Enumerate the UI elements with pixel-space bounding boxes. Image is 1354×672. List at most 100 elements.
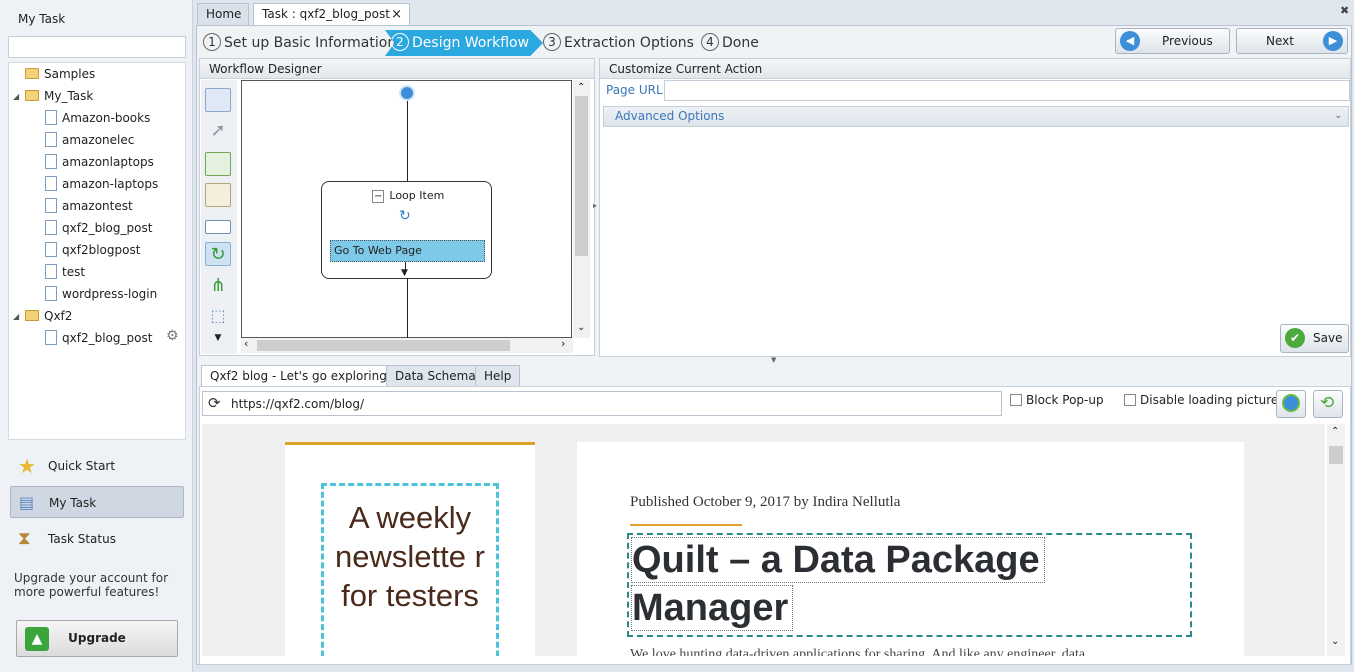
go-to-web-page-action[interactable]: Go To Web Page bbox=[330, 240, 485, 262]
checkbox-label: Disable loading pictures bbox=[1140, 393, 1285, 407]
checkbox-box[interactable] bbox=[1010, 393, 1022, 406]
upgrade-button[interactable]: ▲Upgrade bbox=[16, 620, 178, 657]
sync-icon: ⟲ bbox=[1320, 393, 1335, 413]
task-file-icon bbox=[45, 110, 57, 125]
tree-item-task[interactable]: amazontest bbox=[45, 196, 133, 216]
click-item-tool-icon[interactable]: ➚ bbox=[210, 120, 226, 141]
nav-my-task[interactable]: ▤My Task bbox=[10, 486, 184, 518]
workflow-canvas[interactable]: −Loop Item ↻ Go To Web Page ▼ bbox=[241, 80, 572, 339]
page-url-input[interactable] bbox=[664, 80, 1350, 101]
refresh-icon[interactable]: ⟳ bbox=[208, 394, 221, 412]
collapse-icon[interactable]: − bbox=[372, 190, 385, 203]
scroll-thumb[interactable] bbox=[257, 340, 510, 351]
gear-icon[interactable]: ⚙ bbox=[166, 328, 179, 344]
scroll-up-icon[interactable]: ⌃ bbox=[1331, 426, 1340, 437]
select-dropdown-tool-icon[interactable] bbox=[205, 220, 231, 234]
panel-header: Workflow Designer bbox=[200, 59, 594, 79]
expand-arrow-icon[interactable]: ◢ bbox=[13, 92, 20, 101]
scroll-left-icon[interactable]: ‹ bbox=[244, 337, 249, 350]
tree-item-task[interactable]: amazonlaptops bbox=[45, 152, 154, 172]
tab-task[interactable]: Task : qxf2_blog_post× bbox=[253, 3, 410, 25]
newsletter-box[interactable]: A weekly newslette r for testers bbox=[321, 483, 499, 656]
button-label: Next bbox=[1266, 34, 1294, 48]
tree-item-task[interactable]: qxf2_blog_post bbox=[45, 328, 152, 348]
customize-action-panel: Customize Current Action Page URL Advanc… bbox=[599, 58, 1351, 357]
loop-label: −Loop Item bbox=[372, 189, 444, 203]
tree-item-task[interactable]: qxf2_blog_post bbox=[45, 218, 152, 238]
tree-item-label: amazontest bbox=[62, 199, 133, 213]
scroll-thumb[interactable] bbox=[1329, 446, 1343, 464]
scroll-down-icon[interactable]: ⌄ bbox=[1331, 636, 1340, 647]
loop-tool-icon[interactable]: ↻ bbox=[205, 242, 231, 266]
previous-button[interactable]: ◀Previous bbox=[1115, 28, 1230, 54]
tab-data-schema[interactable]: Data Schema bbox=[386, 365, 485, 387]
advanced-options-expander[interactable]: Advanced Options⌄ bbox=[603, 106, 1349, 127]
tree-item-task[interactable]: Amazon-books bbox=[45, 108, 150, 128]
expand-arrow-icon[interactable]: ◢ bbox=[13, 312, 20, 321]
tree-item-my-task[interactable]: My_Task bbox=[25, 86, 93, 106]
tab-browser-page[interactable]: Qxf2 blog - Let's go exploring! bbox=[201, 365, 401, 387]
splitter-arrow-icon[interactable]: ▸ bbox=[593, 201, 598, 210]
page-url-label: Page URL bbox=[606, 83, 663, 97]
start-node-icon[interactable] bbox=[399, 85, 415, 101]
tree-item-samples[interactable]: Samples bbox=[25, 64, 95, 84]
button-label: Previous bbox=[1162, 34, 1213, 48]
headline-selection[interactable]: Quilt – a Data Package Manager bbox=[627, 533, 1192, 637]
published-line: Published October 9, 2017 by Indira Nell… bbox=[630, 494, 901, 510]
tree-item-task[interactable]: qxf2blogpost bbox=[45, 240, 140, 260]
disable-pictures-checkbox[interactable]: Disable loading pictures bbox=[1124, 392, 1285, 408]
toolbar-scroll-down-icon[interactable]: ▼ bbox=[214, 333, 222, 343]
globe-button[interactable] bbox=[1276, 390, 1306, 418]
search-input[interactable] bbox=[8, 36, 186, 58]
scroll-down-icon[interactable]: ⌄ bbox=[577, 322, 586, 333]
tree-item-task[interactable]: amazon-laptops bbox=[45, 174, 158, 194]
sync-button[interactable]: ⟲ bbox=[1313, 390, 1343, 418]
next-button[interactable]: Next▶ bbox=[1236, 28, 1348, 54]
tree-item-qxf2[interactable]: Qxf2 bbox=[25, 306, 72, 326]
tree-item-label: amazonlaptops bbox=[62, 155, 154, 169]
task-file-icon bbox=[45, 330, 57, 345]
tab-label: Task : qxf2_blog_post bbox=[262, 7, 390, 21]
button-label: Save bbox=[1313, 331, 1343, 345]
upgrade-label: Upgrade bbox=[68, 631, 126, 645]
loop-item-node[interactable]: −Loop Item ↻ Go To Web Page ▼ bbox=[321, 181, 492, 279]
tree-item-label: Samples bbox=[44, 67, 96, 81]
splitter-arrow-icon[interactable]: ▼ bbox=[771, 356, 777, 364]
open-page-tool-icon[interactable] bbox=[205, 88, 231, 112]
nav-quick-start[interactable]: ★Quick Start bbox=[10, 450, 184, 482]
extract-data-tool-icon[interactable] bbox=[205, 152, 231, 176]
url-text: https://qxf2.com/blog/ bbox=[231, 397, 365, 411]
block-popup-checkbox[interactable]: Block Pop-up bbox=[1010, 392, 1104, 408]
checkbox-box[interactable] bbox=[1124, 393, 1136, 406]
tab-label: Home bbox=[206, 7, 242, 21]
folder-icon bbox=[25, 68, 39, 79]
tab-home[interactable]: Home bbox=[197, 3, 249, 25]
panel-title: My Task bbox=[18, 12, 66, 26]
scroll-right-icon[interactable]: › bbox=[561, 337, 566, 350]
enter-text-tool-icon[interactable] bbox=[205, 183, 231, 207]
close-window-icon[interactable]: ✖ bbox=[1340, 4, 1350, 17]
tab-label: Qxf2 blog - Let's go exploring! bbox=[210, 369, 392, 383]
tree-item-label: amazonelec bbox=[62, 133, 135, 147]
save-button[interactable]: ✔Save bbox=[1280, 324, 1349, 353]
branch-tool-icon[interactable]: ⋔ bbox=[210, 275, 226, 296]
tree-item-task[interactable]: amazonelec bbox=[45, 130, 134, 150]
tree-item-task[interactable]: wordpress-login bbox=[45, 284, 157, 304]
scroll-up-icon[interactable]: ⌃ bbox=[577, 82, 586, 93]
nav-task-status[interactable]: ⧗Task Status bbox=[10, 523, 184, 555]
web-vertical-scrollbar[interactable]: ⌃ ⌄ bbox=[1327, 424, 1345, 656]
tree-item-task[interactable]: test bbox=[45, 262, 85, 282]
mouseover-tool-icon[interactable]: ⬚ bbox=[210, 306, 226, 325]
scroll-thumb[interactable] bbox=[575, 96, 588, 256]
tab-help[interactable]: Help bbox=[475, 365, 521, 387]
tree-item-label: amazon-laptops bbox=[62, 177, 159, 191]
close-tab-icon[interactable]: × bbox=[391, 7, 402, 22]
web-page-view[interactable]: A weekly newslette r for testers Publish… bbox=[202, 424, 1325, 656]
url-bar[interactable]: ⟳ https://qxf2.com/blog/ bbox=[202, 391, 1002, 416]
expander-label: Advanced Options bbox=[615, 109, 725, 123]
article-body: We love hunting data-driven applications… bbox=[630, 647, 1096, 656]
